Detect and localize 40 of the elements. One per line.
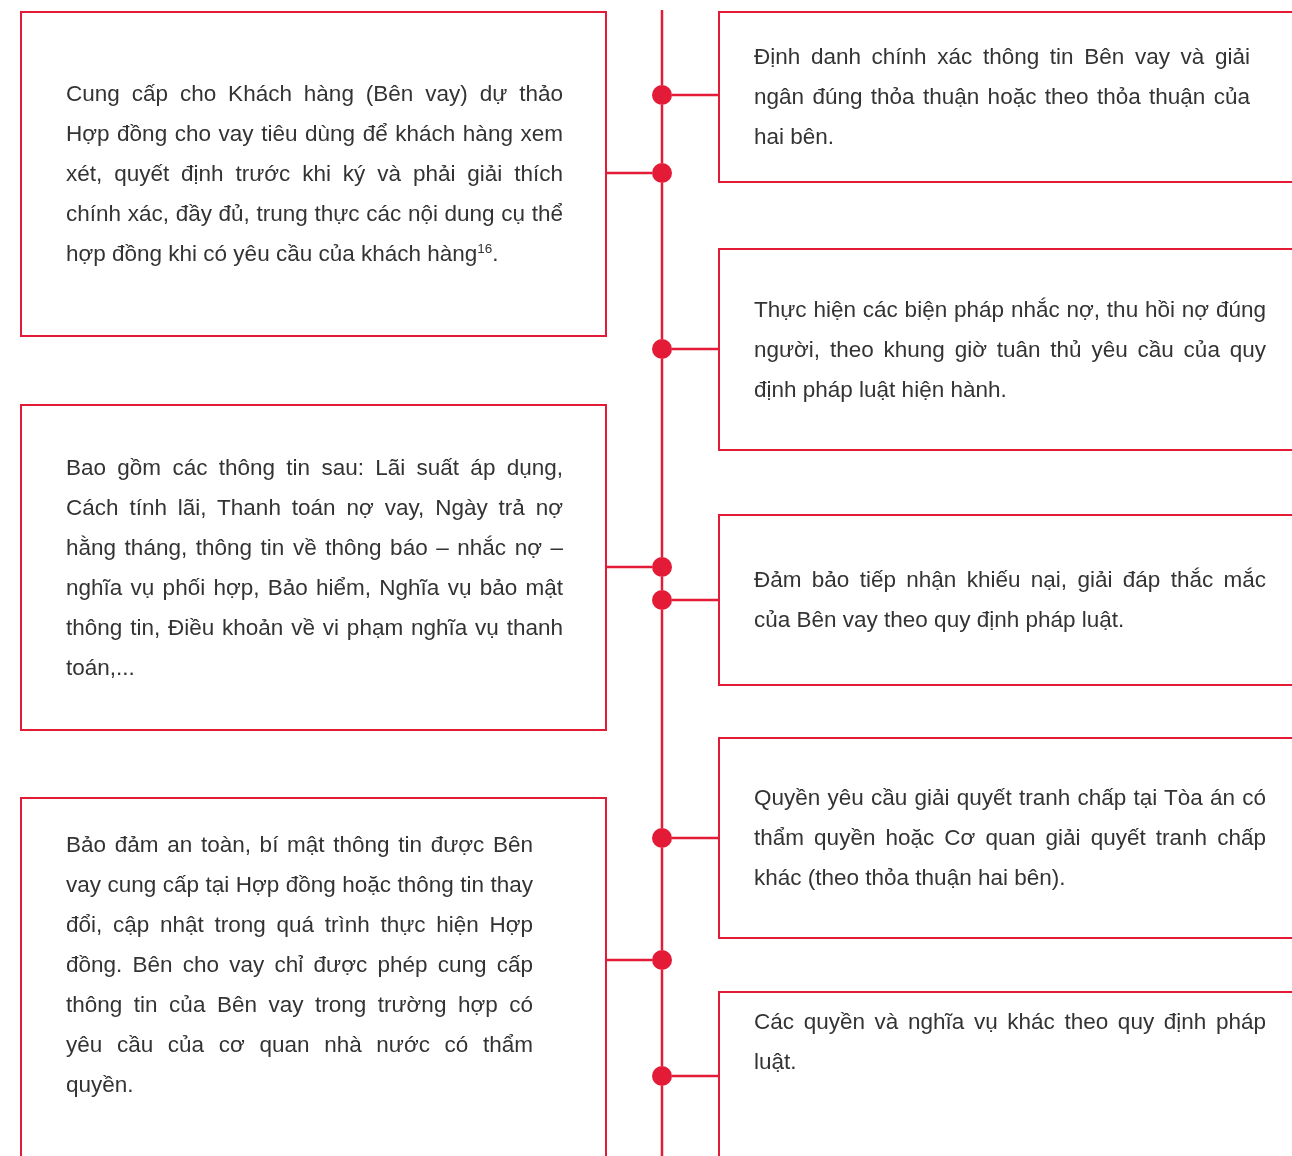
timeline-dot — [652, 828, 672, 848]
timeline-line — [660, 970, 664, 1066]
timeline-line — [660, 359, 664, 557]
connector-line — [672, 836, 718, 840]
info-box — [718, 991, 1292, 1156]
timeline-line — [660, 1086, 664, 1156]
connector-line — [672, 347, 718, 351]
box-text: Bao gồm các thông tin sau: Lãi suất áp dụng, Cách tính lãi, Thanh toán nợ vay, Ngày trả nợ hằng tháng, thông tin về thông báo – nhắc nợ – nghĩa vụ phối hợp, Bảo hiểm, Nghĩa vụ bảo mật thông tin, Điều khoản về vi phạm nghĩa vụ thanh toán,... — [66, 453, 563, 682]
timeline-line — [660, 610, 664, 828]
connector-line — [672, 1074, 718, 1078]
box-text: Các quyền và nghĩa vụ khác theo quy định pháp luật. — [754, 1008, 1266, 1076]
connector-line — [672, 93, 718, 97]
info-box — [718, 737, 1292, 939]
timeline-dot — [652, 339, 672, 359]
connector-line — [607, 171, 652, 175]
info-box — [20, 11, 607, 337]
timeline-line — [660, 848, 664, 950]
info-box — [718, 514, 1292, 686]
box-text: Đảm bảo tiếp nhận khiếu nại, giải đáp thắc mắc của Bên vay theo quy định pháp luật. — [754, 566, 1266, 634]
box-text: Định danh chính xác thông tin Bên vay và giải ngân đúng thỏa thuận hoặc theo thỏa thuận của hai bên. — [754, 43, 1250, 151]
box-text: Quyền yêu cầu giải quyết tranh chấp tại Tòa án có thẩm quyền hoặc Cơ quan giải quyết tranh chấp khác (theo thỏa thuận hai bên). — [754, 784, 1266, 892]
info-box — [718, 248, 1292, 451]
timeline-dot — [652, 85, 672, 105]
timeline-line — [660, 183, 664, 339]
timeline-line — [660, 10, 664, 85]
box-text: Thực hiện các biện pháp nhắc nợ, thu hồi nợ đúng người, theo khung giờ tuân thủ yêu cầu của quy định pháp luật hiện hành. — [754, 295, 1266, 404]
timeline-dot — [652, 590, 672, 610]
box-text: Cung cấp cho Khách hàng (Bên vay) dự thảo Hợp đồng cho vay tiêu dùng để khách hàng xem xét, quyết định trước khi ký và phải giải thích chính xác, đầy đủ, trung thực các nội dung cụ thể hợp đồng khi có yêu cầu của khách hàng$^{16}$. — [66, 80, 563, 268]
connector-line — [672, 598, 718, 602]
connector-line — [607, 565, 652, 569]
info-box — [20, 797, 607, 1156]
connector-line — [607, 958, 652, 962]
timeline-line — [660, 105, 664, 163]
box-text: Bảo đảm an toàn, bí mật thông tin được Bên vay cung cấp tại Hợp đồng hoặc thông tin thay đổi, cập nhật trong quá trình thực hiện Hợp đồng. Bên cho vay chỉ được phép cung cấp thông tin của Bên vay trong trường hợp có yêu cầu của cơ quan nhà nước có thẩm quyền. — [66, 831, 533, 1099]
info-box — [718, 11, 1292, 183]
timeline-dot — [652, 950, 672, 970]
timeline-dot — [652, 557, 672, 577]
info-box — [20, 404, 607, 731]
timeline-dot — [652, 1066, 672, 1086]
timeline-dot — [652, 163, 672, 183]
